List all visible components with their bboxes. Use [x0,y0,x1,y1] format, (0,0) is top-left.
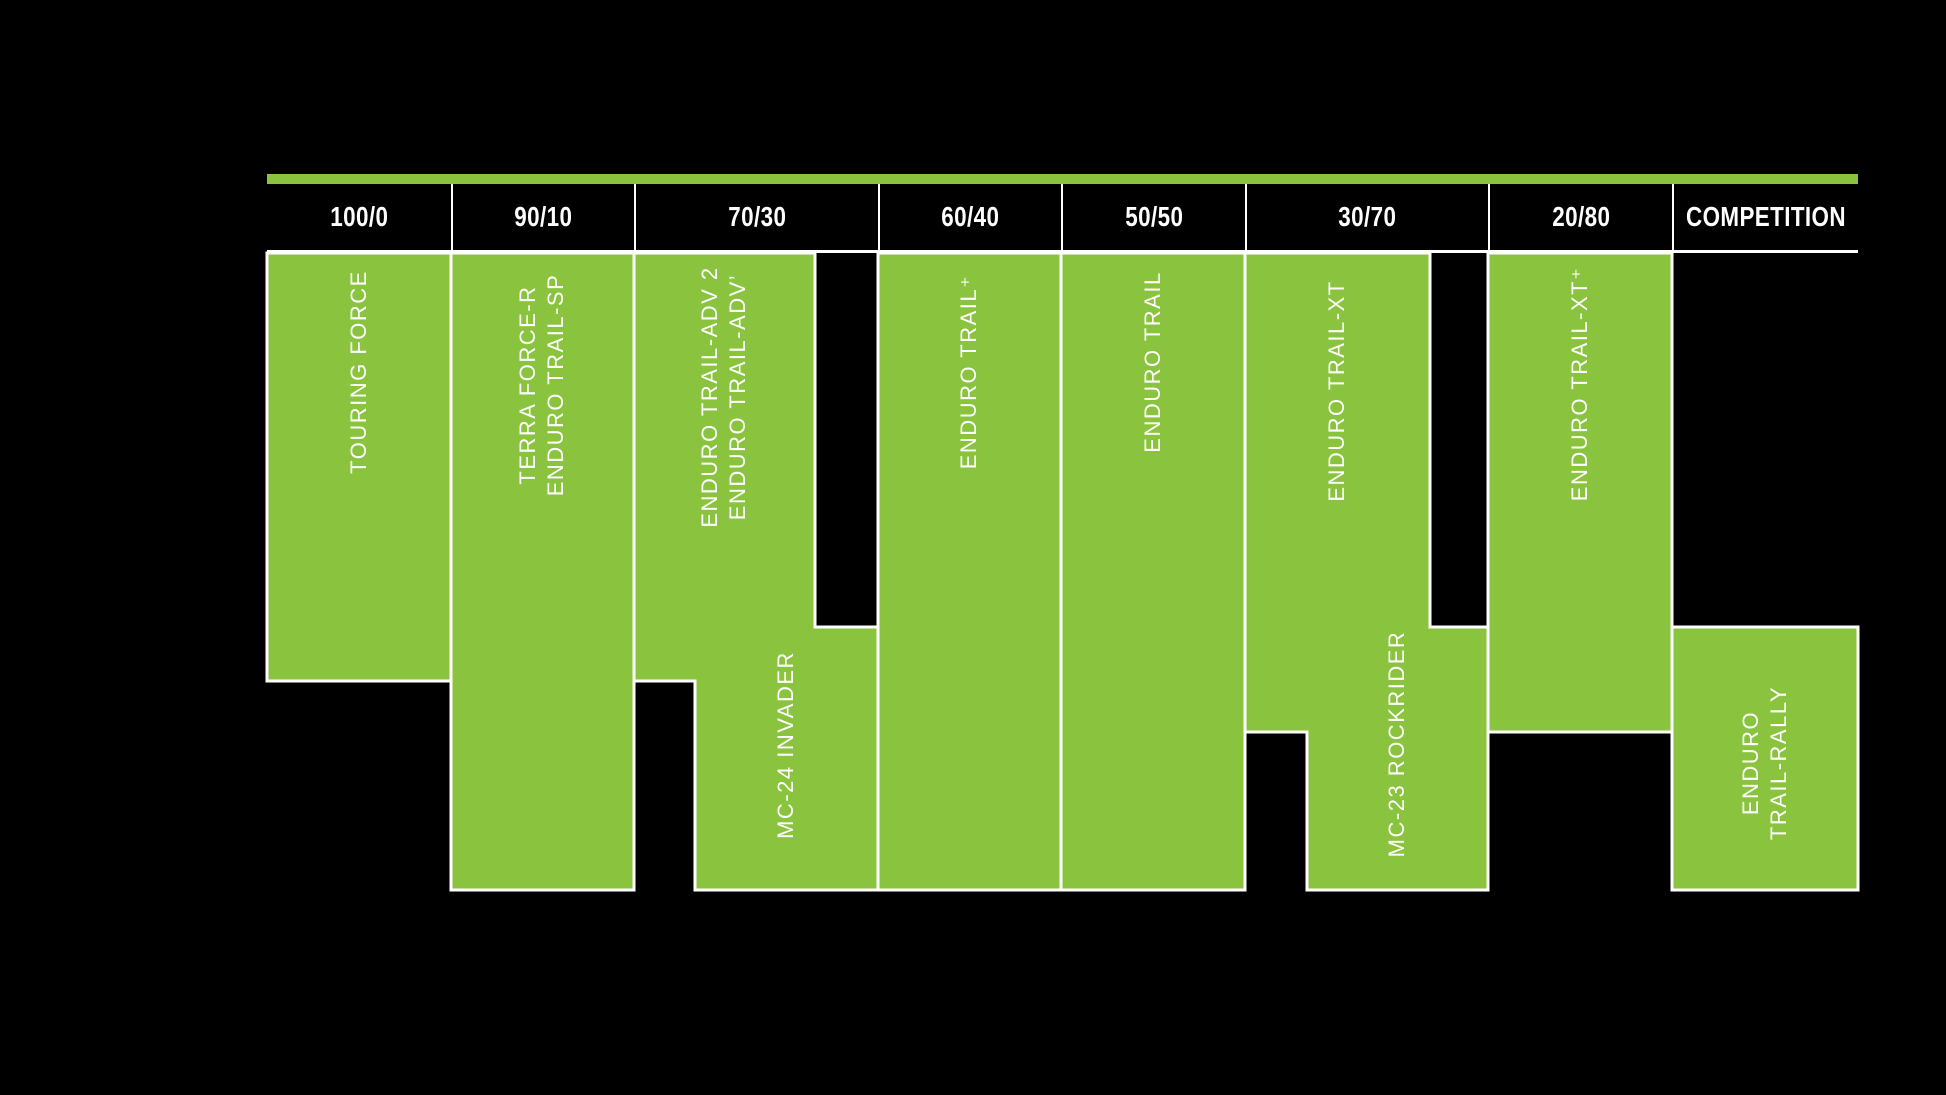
block-label-terra-force-r: TERRA FORCE-R ENDURO TRAIL-SP [515,273,568,497]
block-label-enduro-trail-plus: ENDURO TRAIL⁺ [956,274,981,470]
column-header-30-70: 30/70 [1245,184,1488,250]
column-header-label: 100/0 [329,201,389,232]
block-label-enduro-trail-xt: ENDURO TRAIL-XT [1324,280,1349,502]
column-header-label: 50/50 [1124,201,1184,232]
block-label-mc24-invader: MC-24 INVADER [773,651,798,839]
column-header-label: 70/30 [727,201,787,232]
block-label-enduro-trail: ENDURO TRAIL [1140,271,1165,453]
block-label-enduro-trail-rally: ENDURO TRAIL-RALLY [1738,685,1791,841]
block-terra-force-r-enduro-trail-sp [449,251,636,892]
block-enduro-trail-adv-mc24-invader [632,251,880,892]
accent-bar [267,174,1858,184]
block-label-mc23-rockrider: MC-23 ROCKRIDER [1384,630,1409,858]
block-enduro-trail-rally [1670,625,1860,892]
column-header-label: 60/40 [941,201,1000,232]
column-header-label: 90/10 [514,201,573,232]
block-label-enduro-trail-xt-plus: ENDURO TRAIL-XT⁺ [1567,266,1592,502]
column-header-90-10: 90/10 [451,184,634,250]
column-header-100-0: 100/0 [267,184,451,250]
column-header-competition: COMPETITION [1672,184,1858,250]
block-enduro-trail [1059,251,1247,892]
column-header-60-40: 60/40 [878,184,1061,250]
column-header-20-80: 20/80 [1488,184,1672,250]
column-header-70-30: 70/30 [634,184,878,250]
column-header-label: 30/70 [1338,201,1397,232]
block-label-enduro-trail-adv: ENDURO TRAIL-ADV 2 ENDURO TRAIL-ADV’ [697,266,750,528]
column-header-50-50: 50/50 [1061,184,1245,250]
column-header-label: 20/80 [1551,201,1611,232]
block-enduro-trail-xt-mc23-rockrider [1243,251,1490,892]
column-header-label: COMPETITION [1686,201,1846,232]
block-label-touring-force: TOURING FORCE [346,270,371,474]
